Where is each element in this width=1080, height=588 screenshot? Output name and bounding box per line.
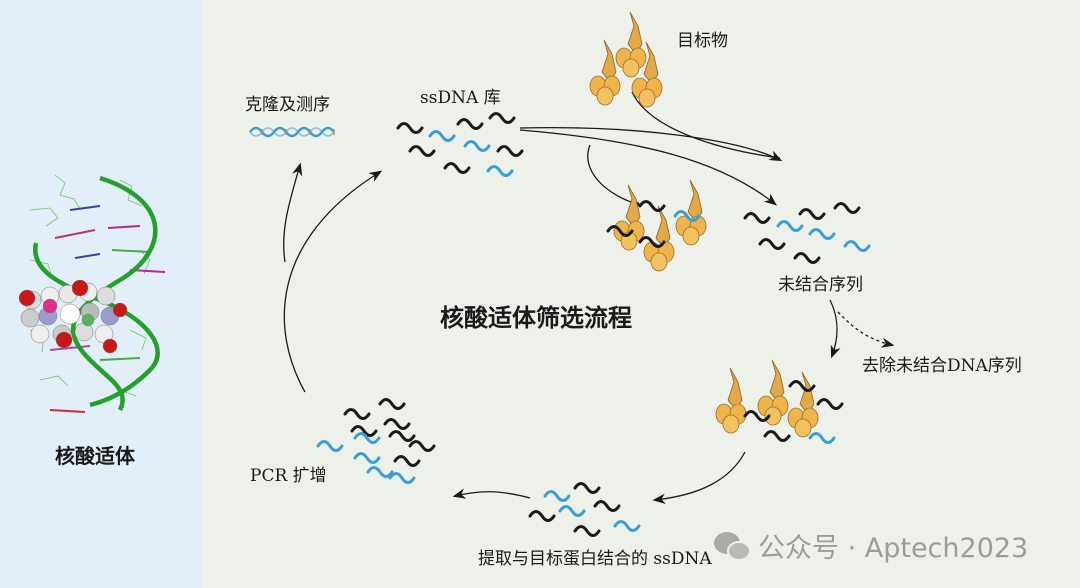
label-clone-sequencing: 克隆及测序: [245, 95, 330, 115]
label-remove-unbound: 去除未结合DNA序列: [862, 356, 1022, 376]
bound-complex: [715, 359, 844, 444]
arrow-library-to-complex: [587, 144, 643, 208]
arrow-remove-unbound: [837, 311, 895, 348]
arrow-library-to-unbound: [519, 127, 783, 162]
aptamer-3d-model: [18, 174, 166, 413]
process-arrows: [283, 91, 895, 505]
binding-complex: [606, 179, 707, 272]
watermark: 公众号 · Aptech2023: [712, 526, 1028, 565]
sequenced-dna-icon: [249, 126, 335, 138]
wechat-icon: [714, 531, 751, 561]
label-unbound: 未结合序列: [778, 275, 863, 295]
ssdna-library-strands: [396, 112, 524, 177]
label-pcr: PCR 扩增: [250, 466, 327, 486]
label-target: 目标物: [677, 31, 728, 51]
arrow-target-in: [631, 91, 781, 159]
diagram-title: 核酸适体筛选流程: [440, 304, 632, 332]
arrow-to-extract: [652, 451, 746, 505]
aptamer-caption: 核酸适体: [55, 444, 135, 468]
target-proteins: [589, 11, 663, 108]
arrow-to-pcr: [452, 488, 531, 499]
extracted-strands: [528, 482, 641, 537]
arrow-to-bound: [829, 299, 841, 359]
label-ssdna-library: ssDNA 库: [420, 88, 501, 108]
label-extract: 提取与目标蛋白结合的 ssDNA: [478, 549, 712, 569]
pcr-strands: [316, 398, 436, 484]
arrow-to-clone: [283, 162, 303, 263]
unbound-strands: [743, 202, 871, 264]
arrow-pcr-to-library: [283, 170, 383, 393]
arrow-library-to-binding: [519, 129, 778, 206]
watermark-text: 公众号 · Aptech2023: [758, 533, 1029, 564]
